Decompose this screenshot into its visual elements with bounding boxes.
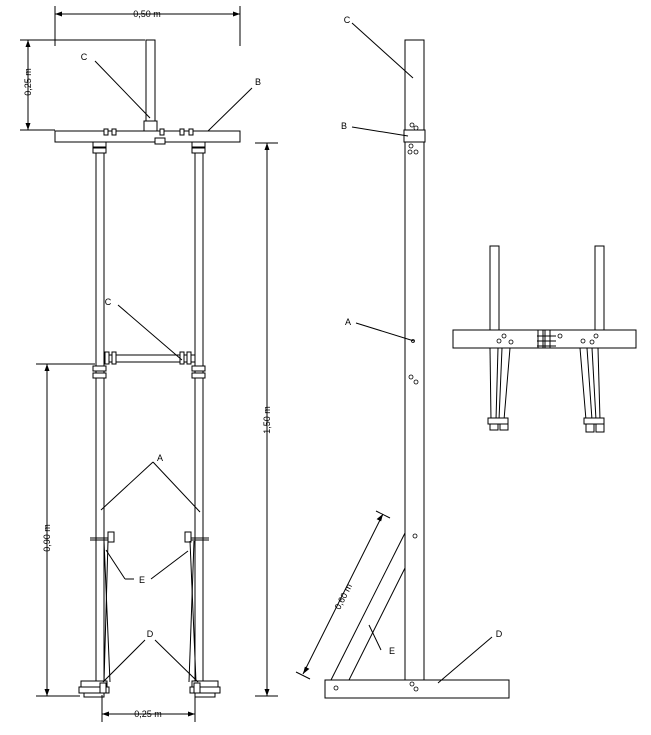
label-c-mid: C xyxy=(105,297,112,307)
label-c-top: C xyxy=(81,52,88,62)
side-clamp xyxy=(403,129,426,143)
front-leaders: C B C A E D xyxy=(81,52,261,683)
label-d: D xyxy=(147,629,154,639)
detail-right-legs xyxy=(579,347,605,433)
dim-diagonal: 0,60 m xyxy=(295,510,391,680)
dim-post-height-label: 0,25 m xyxy=(23,68,33,96)
dim-total-height-label: 1,50 m xyxy=(262,406,272,434)
side-view: 0,60 m C B A E D xyxy=(295,15,510,699)
dim-lower-height-label: 0,90 m xyxy=(42,524,52,552)
front-top-bolts xyxy=(103,128,194,145)
side-leaders: C B A E D xyxy=(341,15,503,684)
dim-post-height: 0,25 m xyxy=(20,39,145,131)
detail-holes xyxy=(496,333,599,345)
detail-right-post xyxy=(594,245,605,332)
detail-view xyxy=(452,245,637,433)
front-left-leg xyxy=(95,141,105,688)
side-base-holes xyxy=(333,681,419,692)
dim-base-width-label: 0,25 m xyxy=(134,709,162,719)
front-mid-crossbar xyxy=(103,354,196,363)
dim-total-height: 1,50 m xyxy=(255,142,278,697)
front-lower-supports xyxy=(90,531,209,683)
front-top-post xyxy=(145,39,156,133)
detail-left-post xyxy=(489,245,500,332)
front-view: 0,50 m 0,25 m xyxy=(20,6,278,722)
side-label-b: B xyxy=(341,121,347,131)
front-mid-clamps xyxy=(92,351,206,379)
label-b-top: B xyxy=(255,77,261,87)
side-label-e: E xyxy=(389,646,395,656)
dim-base-width: 0,25 m xyxy=(101,695,196,722)
detail-left-legs xyxy=(487,347,511,431)
front-right-leg xyxy=(194,141,204,688)
side-clamp-holes xyxy=(407,122,419,539)
front-foot-plates xyxy=(78,680,221,698)
dim-top-width: 0,50 m xyxy=(54,6,241,46)
front-upper-clamps xyxy=(92,141,206,154)
front-top-bar xyxy=(54,130,241,143)
side-label-c: C xyxy=(344,15,351,25)
dim-top-width-label: 0,50 m xyxy=(133,9,161,19)
front-post-clamp xyxy=(143,120,158,132)
label-e: E xyxy=(139,575,145,585)
label-a: A xyxy=(157,453,163,463)
side-label-a: A xyxy=(345,317,351,327)
detail-center-clamp xyxy=(537,329,556,349)
dim-diagonal-label: 0,60 m xyxy=(333,582,354,611)
side-label-d: D xyxy=(496,629,503,639)
dim-lower-height: 0,90 m xyxy=(36,363,95,697)
